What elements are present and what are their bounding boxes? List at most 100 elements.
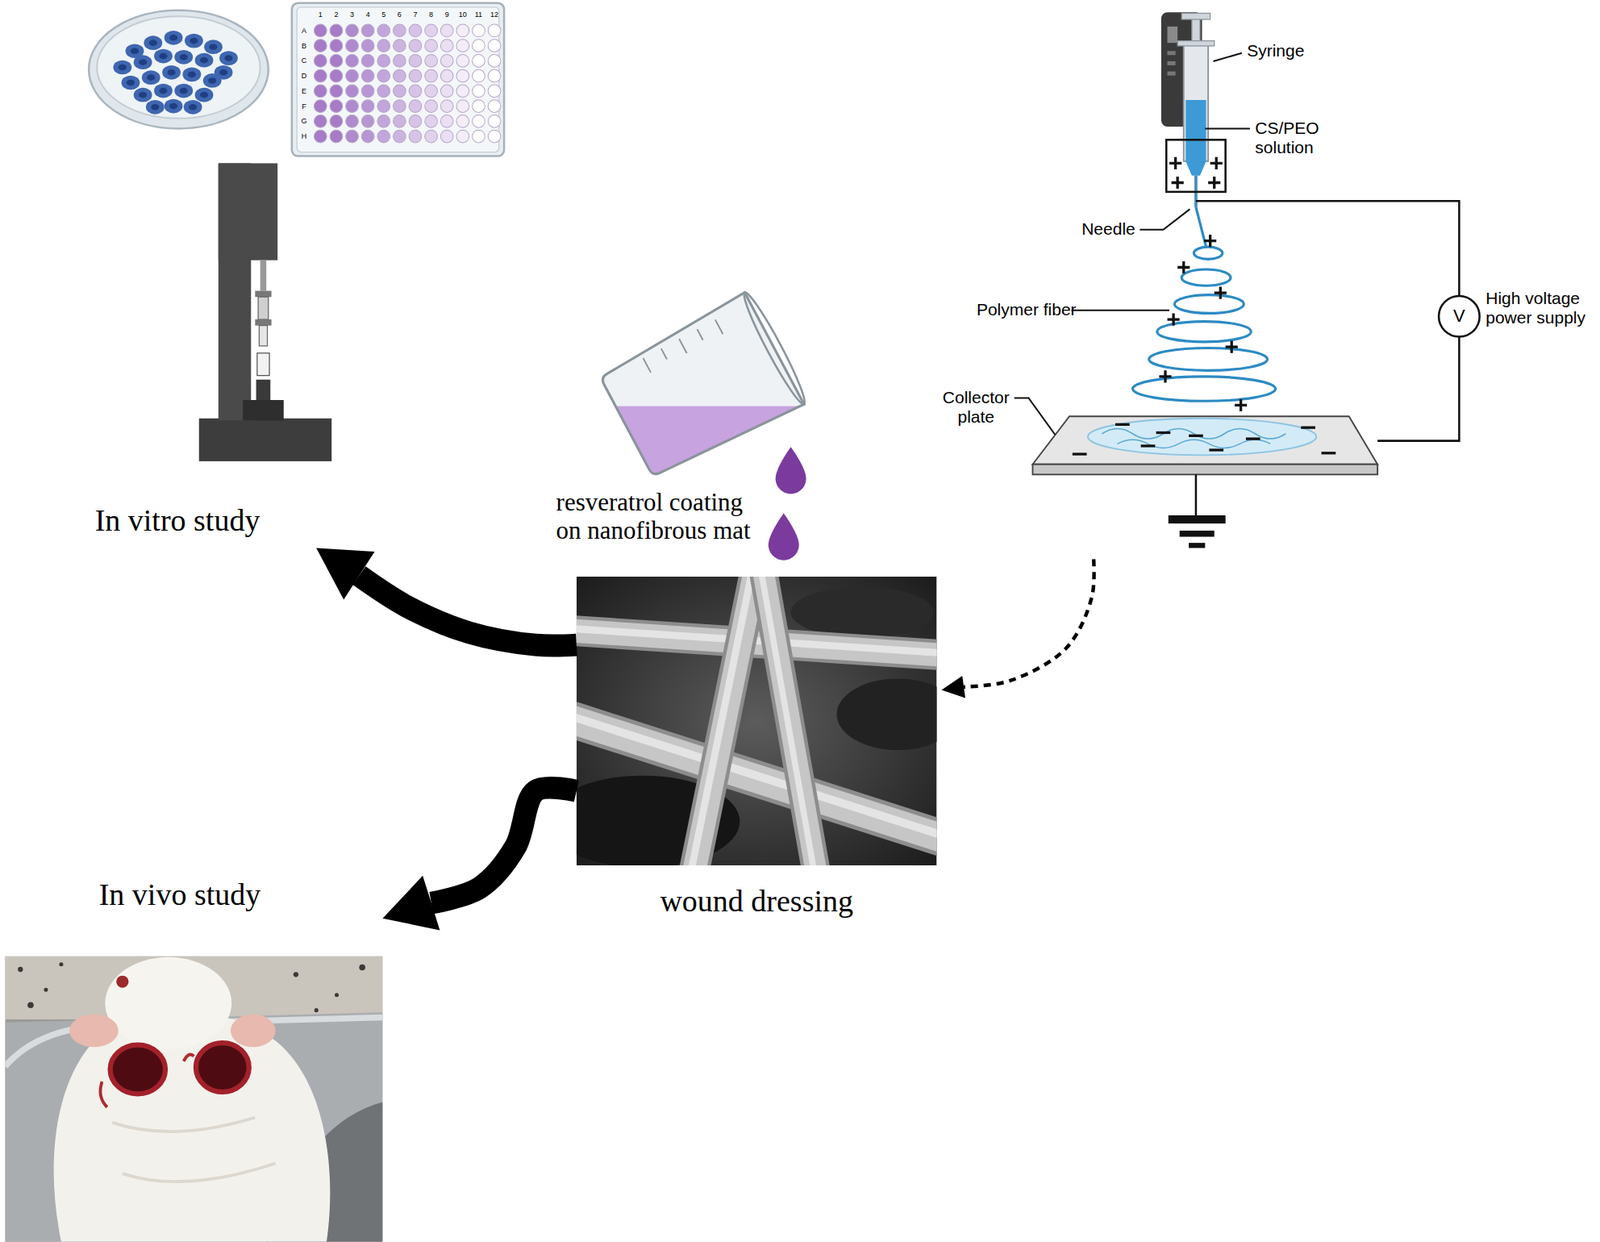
electrospinning-apparatus (1087, 418, 1317, 456)
electrospinning-apparatus (1210, 157, 1223, 170)
mouse-photo (314, 1008, 319, 1013)
leader-lines (1139, 208, 1190, 230)
electrospinning-apparatus (1245, 437, 1261, 439)
electrospinning-apparatus (1185, 100, 1206, 162)
electrospinning-apparatus (1208, 176, 1221, 189)
sem-micrograph (576, 576, 938, 866)
plate-column-number: 5 (381, 10, 386, 19)
mouse-photo (110, 1045, 166, 1095)
electrospinning-setup: SyringeCS/PEO solutionNeedlePolymer fibe… (928, 10, 1597, 560)
electrospinning-apparatus (1156, 432, 1171, 434)
electrospinning-apparatus (1177, 41, 1215, 46)
plate-column-number: 4 (366, 10, 371, 19)
leader-lines (1014, 53, 1250, 435)
testing-machine (260, 260, 267, 292)
plate-row-letter: B (301, 41, 307, 50)
well-plate (487, 24, 501, 143)
mouse-photo (100, 1054, 194, 1107)
petri-dish (164, 99, 184, 114)
electrospinning-apparatus (1181, 12, 1210, 20)
electrospinning-apparatus (1171, 176, 1184, 189)
sem-micrograph (576, 576, 938, 866)
plate-row-letter: D (301, 71, 308, 80)
pouring-beaker (596, 292, 805, 484)
leader-lines (1071, 309, 1170, 312)
petri-dish (88, 10, 269, 130)
electrospinning-apparatus (1300, 427, 1316, 429)
electrospinning-apparatus (1032, 464, 1378, 475)
mouse-photo (334, 992, 339, 997)
panel-caption: In vivo study (99, 877, 262, 913)
callout-label: Collector plate (935, 387, 1017, 427)
testing-machine (199, 418, 332, 462)
petri-dish (141, 70, 161, 85)
petri-dish (174, 83, 193, 99)
mouse-photo (195, 1042, 250, 1092)
leader-lines (1212, 53, 1242, 62)
electrospinning-apparatus (1132, 207, 1275, 401)
well-plate (393, 24, 407, 143)
electrospinning-apparatus (1157, 321, 1251, 342)
electrospinning-apparatus (1185, 161, 1206, 176)
well-plate (472, 24, 486, 143)
testing-machine (258, 296, 269, 320)
petri-dish (183, 100, 203, 115)
electrospinning-apparatus (1167, 312, 1180, 325)
arrowhead (382, 875, 440, 931)
electrospinning-apparatus (1179, 530, 1215, 538)
electrospinning-apparatus (1149, 347, 1268, 371)
plate-row-letter: G (301, 116, 308, 125)
well-plate (440, 24, 454, 143)
electrospinning-apparatus (1167, 26, 1179, 43)
leader-lines (1014, 397, 1056, 435)
connector-line (963, 558, 1094, 687)
mouse-photo (112, 1117, 275, 1183)
pouring-beaker (596, 289, 811, 484)
plate-column-number: 9 (445, 10, 450, 19)
voltmeter-label: V (1453, 306, 1466, 327)
well-plate (329, 24, 343, 143)
well-plate (313, 24, 327, 143)
petri-dish (145, 100, 165, 115)
electrospinning-apparatus (1181, 269, 1231, 286)
petri-dish (195, 87, 214, 103)
pouring-beaker (596, 292, 805, 484)
electrospinning-apparatus (1032, 12, 1480, 548)
pouring-beaker (738, 289, 811, 409)
petri-dish (195, 53, 214, 68)
sem-micrograph (791, 587, 934, 638)
callout-label: Needle (1081, 219, 1136, 239)
testing-machine (257, 353, 270, 376)
callout-label: CS/PEO solution (1254, 118, 1346, 158)
mouse-photo (69, 1014, 119, 1047)
plate-column-number: 12 (490, 10, 499, 19)
panel-caption: In vitro study (95, 503, 261, 539)
petri-dish (133, 54, 153, 70)
plate-row-letter: F (301, 101, 307, 110)
electrospinning-apparatus (1166, 139, 1225, 192)
petri-dish (121, 75, 141, 91)
connector-line (431, 787, 577, 904)
well-plate (425, 24, 438, 143)
petri-dish (219, 50, 238, 66)
plate-row-letter: E (301, 87, 307, 96)
callout-label: Polymer fiber (976, 300, 1077, 320)
mouse-photo (116, 975, 129, 988)
electrospinning-apparatus (1174, 295, 1244, 314)
testing-machine (218, 162, 278, 260)
petri-dish (203, 73, 222, 88)
well-plate (296, 7, 500, 153)
plate-column-number: 11 (475, 10, 483, 19)
mouse-photo (17, 966, 23, 972)
testing-machine (254, 291, 271, 298)
pouring-beaker (642, 319, 723, 372)
mouse-photo (58, 962, 63, 967)
panel-caption: wound dressing (576, 883, 938, 920)
electrospinning-apparatus (1195, 474, 1198, 516)
testing-machine (256, 379, 271, 400)
dashed-arrow (941, 558, 1095, 698)
plate-column-number: 1 (318, 10, 323, 19)
mouse-photo (43, 987, 48, 992)
